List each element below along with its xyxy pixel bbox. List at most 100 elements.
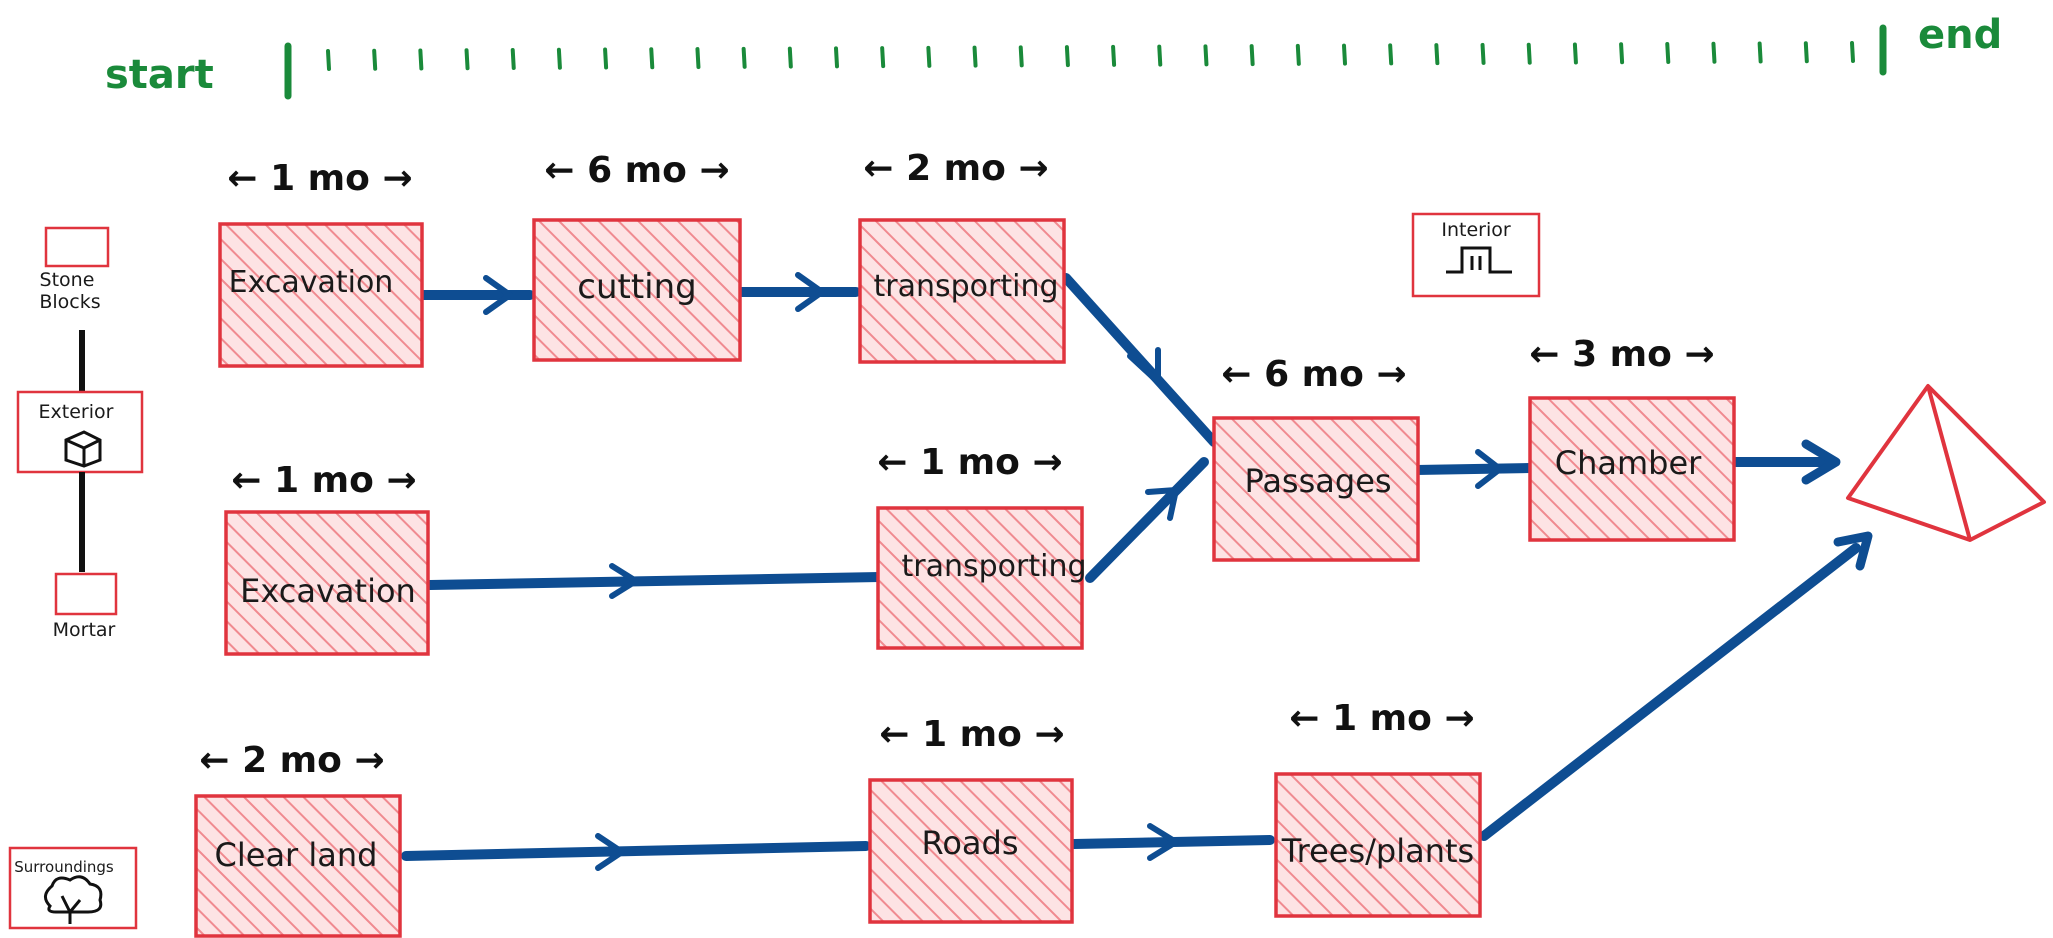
chevron-icon bbox=[1801, 439, 1841, 485]
legend-interior-box bbox=[1411, 212, 1541, 298]
timeline-tick bbox=[464, 48, 470, 71]
arrow-transporting-to-passages-mid bbox=[1085, 457, 1209, 583]
task-label: Passages bbox=[1244, 462, 1391, 500]
legend-mortar-box bbox=[54, 572, 118, 616]
task-box bbox=[1528, 396, 1736, 542]
timeline-tick bbox=[834, 46, 839, 69]
timeline-tick bbox=[1572, 42, 1578, 65]
task-label: transporting bbox=[873, 269, 1058, 304]
duration-excavation-mid: ← 1 mo → bbox=[231, 460, 416, 501]
timeline-tick bbox=[372, 48, 378, 71]
task-clear-land: Clear land bbox=[194, 794, 402, 938]
timeline-tick bbox=[787, 46, 793, 69]
task-box bbox=[1274, 772, 1482, 918]
chevron-icon bbox=[1147, 823, 1179, 861]
duration-roads: ← 1 mo → bbox=[879, 714, 1064, 755]
timeline-tick bbox=[1111, 44, 1117, 67]
timeline-tick bbox=[1526, 42, 1532, 65]
durations: ← 1 mo → ← 6 mo → ← 2 mo → ← 1 mo → ← 1 … bbox=[199, 148, 1714, 781]
timeline-ticks bbox=[326, 41, 1855, 71]
task-transporting-top: transporting bbox=[858, 218, 1066, 364]
timeline-tick bbox=[649, 47, 655, 70]
duration-passages: ← 6 mo → bbox=[1221, 354, 1406, 395]
task-excavation-mid: Excavation bbox=[224, 510, 430, 656]
duration-clear-land: ← 2 mo → bbox=[199, 740, 384, 781]
task-transporting-mid: transporting bbox=[876, 506, 1087, 650]
chevron-icon bbox=[1145, 487, 1179, 521]
timeline-tick bbox=[1064, 45, 1070, 68]
legend-exterior-label: Exterior bbox=[39, 401, 114, 423]
arrow-excavation-to-transporting bbox=[425, 572, 885, 590]
timeline-tick bbox=[1388, 43, 1394, 66]
task-label: cutting bbox=[577, 267, 696, 307]
task-label: Clear land bbox=[215, 836, 378, 874]
timeline-start-label: start bbox=[105, 52, 214, 98]
task-excavation-top: Excavation bbox=[218, 222, 424, 368]
duration-cutting: ← 6 mo → bbox=[544, 150, 729, 191]
task-cutting: cutting bbox=[532, 218, 742, 362]
task-label: Roads bbox=[922, 824, 1019, 862]
timeline-tick bbox=[1619, 42, 1625, 65]
pyramid-icon bbox=[1846, 384, 2046, 542]
task-roads: Roads bbox=[868, 778, 1074, 924]
task-passages: Passages bbox=[1212, 416, 1420, 562]
timeline-tick bbox=[1203, 44, 1209, 67]
arrow-passages-to-chamber bbox=[1411, 463, 1535, 475]
chevron-icon bbox=[483, 275, 513, 315]
task-label: Excavation bbox=[229, 265, 394, 300]
task-box bbox=[224, 510, 430, 656]
duration-chamber: ← 3 mo → bbox=[1529, 334, 1714, 375]
timeline-tick bbox=[1018, 45, 1024, 68]
timeline-tick bbox=[695, 47, 701, 70]
task-box bbox=[218, 222, 424, 368]
legend-interior-label: Interior bbox=[1441, 219, 1510, 241]
chevron-icon bbox=[1475, 449, 1503, 489]
task-box bbox=[1212, 416, 1420, 562]
duration-transporting-mid: ← 1 mo → bbox=[877, 442, 1062, 483]
arrow-transporting-to-passages-top bbox=[1061, 273, 1219, 447]
timeline-tick bbox=[603, 47, 609, 70]
legend-surroundings-label: Surroundings bbox=[14, 858, 114, 876]
legend-stone-blocks-label: Stone Blocks bbox=[39, 269, 100, 313]
task-box bbox=[532, 218, 742, 362]
chevron-icon bbox=[595, 833, 625, 871]
timeline-tick bbox=[1295, 43, 1301, 66]
timeline-tick bbox=[1434, 43, 1440, 66]
task-label: transporting bbox=[901, 549, 1086, 584]
doorway-icon bbox=[1446, 246, 1512, 274]
arrow-heads bbox=[483, 272, 1873, 871]
tree-icon bbox=[44, 875, 103, 924]
task-box bbox=[194, 794, 402, 938]
task-box bbox=[876, 506, 1084, 650]
timeline-end-label: end bbox=[1918, 12, 2002, 58]
timeline-tick bbox=[1157, 44, 1163, 67]
timeline-tick bbox=[926, 45, 932, 68]
timeline-tick bbox=[1850, 41, 1855, 63]
timeline-tick bbox=[418, 48, 424, 71]
timeline-tick bbox=[972, 45, 978, 68]
timeline-tick bbox=[1803, 41, 1809, 64]
timeline-tick bbox=[741, 46, 747, 69]
task-trees-plants: Trees/plants bbox=[1274, 772, 1482, 918]
task-label: Excavation bbox=[240, 572, 416, 610]
timeline-tick bbox=[1757, 41, 1763, 64]
task-label: Trees/plants bbox=[1281, 832, 1474, 870]
task-chamber: Chamber bbox=[1528, 396, 1736, 542]
timeline-tick bbox=[1480, 42, 1486, 65]
timeline-tick bbox=[1711, 41, 1717, 64]
chevron-icon bbox=[609, 563, 639, 599]
chevron-icon bbox=[1127, 347, 1161, 385]
timeline: start end bbox=[105, 12, 2002, 100]
legend-mortar-label: Mortar bbox=[53, 619, 116, 641]
timeline-tick bbox=[510, 48, 516, 71]
task-label: Chamber bbox=[1555, 444, 1702, 482]
timeline-tick bbox=[1249, 44, 1255, 67]
task-box bbox=[858, 218, 1066, 364]
duration-trees-plants: ← 1 mo → bbox=[1289, 698, 1474, 739]
legend-surroundings-box bbox=[8, 846, 138, 930]
timeline-tick bbox=[880, 46, 886, 69]
chevron-icon bbox=[795, 272, 825, 312]
timeline-tick bbox=[326, 49, 331, 71]
task-box bbox=[868, 778, 1074, 924]
